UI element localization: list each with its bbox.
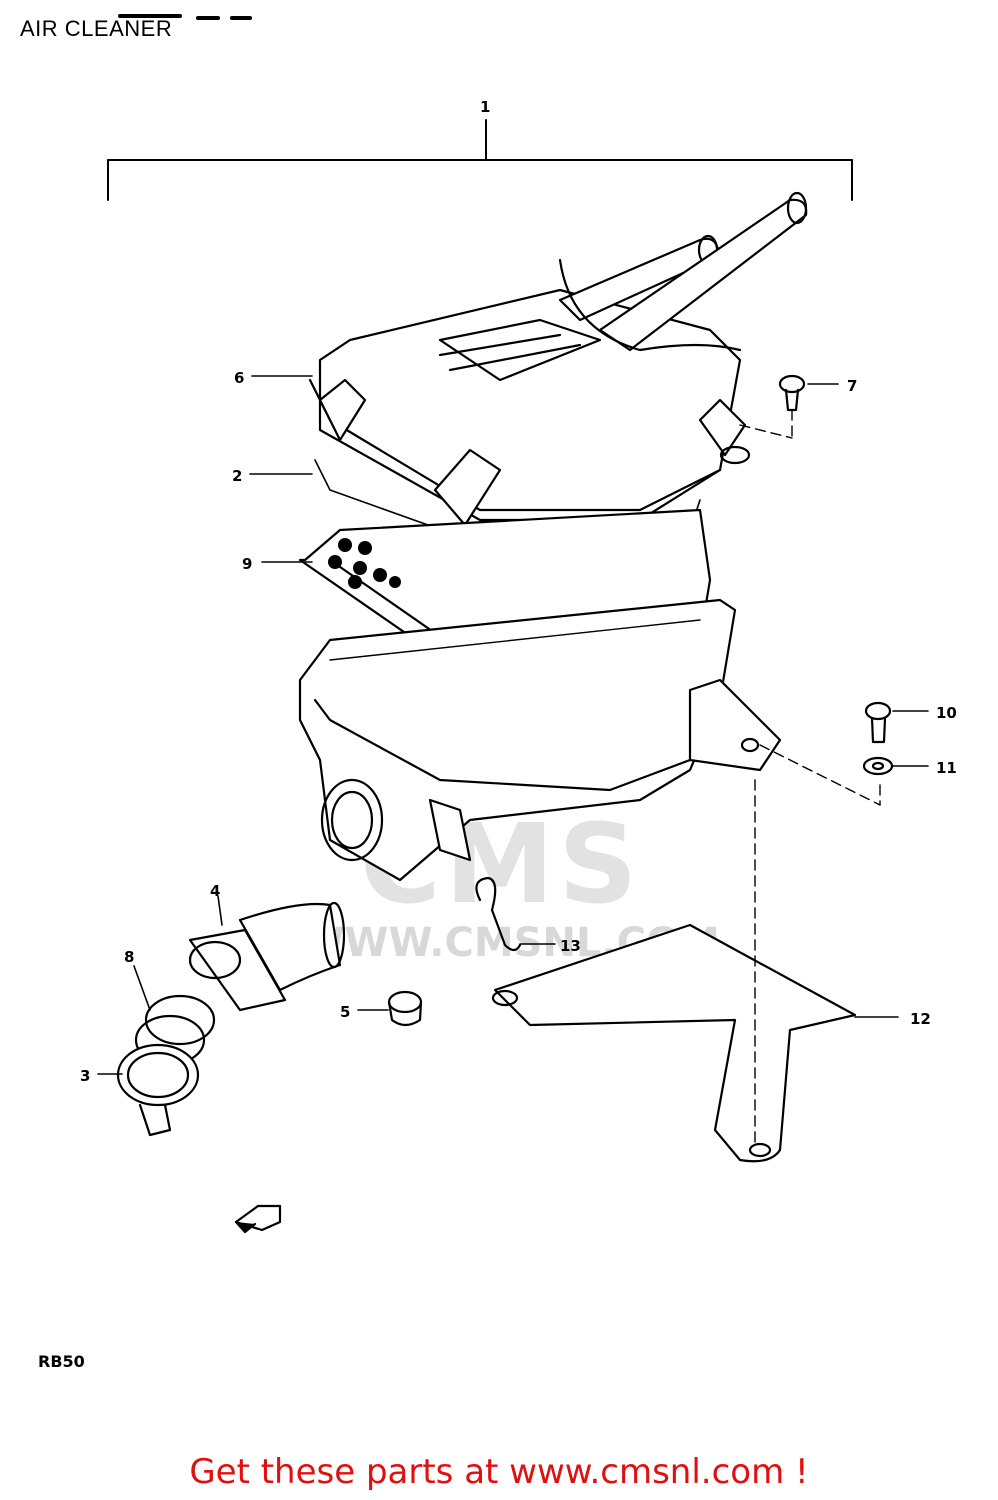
callout-4: 4 [210, 882, 220, 900]
cap-part [387, 990, 423, 1027]
screw-part-7 [778, 374, 806, 412]
cover-part [308, 191, 808, 527]
exploded-parts-diagram: 1 2 3 4 5 6 7 8 9 10 11 12 13 [80, 14, 957, 1234]
intake-pipe-part [188, 901, 346, 1012]
callout-5: 5 [340, 1003, 350, 1021]
callout-2: 2 [232, 467, 242, 485]
callout-11: 11 [936, 759, 957, 777]
bolt-part-10 [864, 701, 892, 744]
front-direction-arrow-icon [234, 1204, 282, 1234]
clip-part [475, 876, 522, 952]
callout-3: 3 [80, 1067, 90, 1085]
callout-13: 13 [560, 937, 581, 955]
callout-9: 9 [242, 555, 252, 573]
callout-8: 8 [124, 948, 134, 966]
assembly-bracket [107, 119, 853, 201]
callout-6: 6 [234, 369, 244, 387]
model-code: RB50 [38, 1352, 85, 1371]
callout-10: 10 [936, 704, 957, 722]
callout-7: 7 [847, 377, 857, 395]
assembly-guide-lines [739, 409, 881, 1146]
lower-case-part [298, 598, 782, 882]
header-dashes [118, 14, 252, 20]
footer-shop-link[interactable]: Get these parts at www.cmsnl.com ! [189, 1452, 809, 1492]
page-title: AIR CLEANER [20, 16, 173, 41]
callout-leaders [97, 375, 929, 1075]
callout-1: 1 [480, 98, 490, 116]
washer-part-11 [862, 756, 894, 776]
callout-labels: 1 2 3 4 5 6 7 8 9 10 11 12 13 [80, 98, 957, 1085]
bracket-plate-part [491, 923, 857, 1163]
clamp-part [116, 1043, 200, 1137]
callout-12: 12 [910, 1010, 931, 1028]
